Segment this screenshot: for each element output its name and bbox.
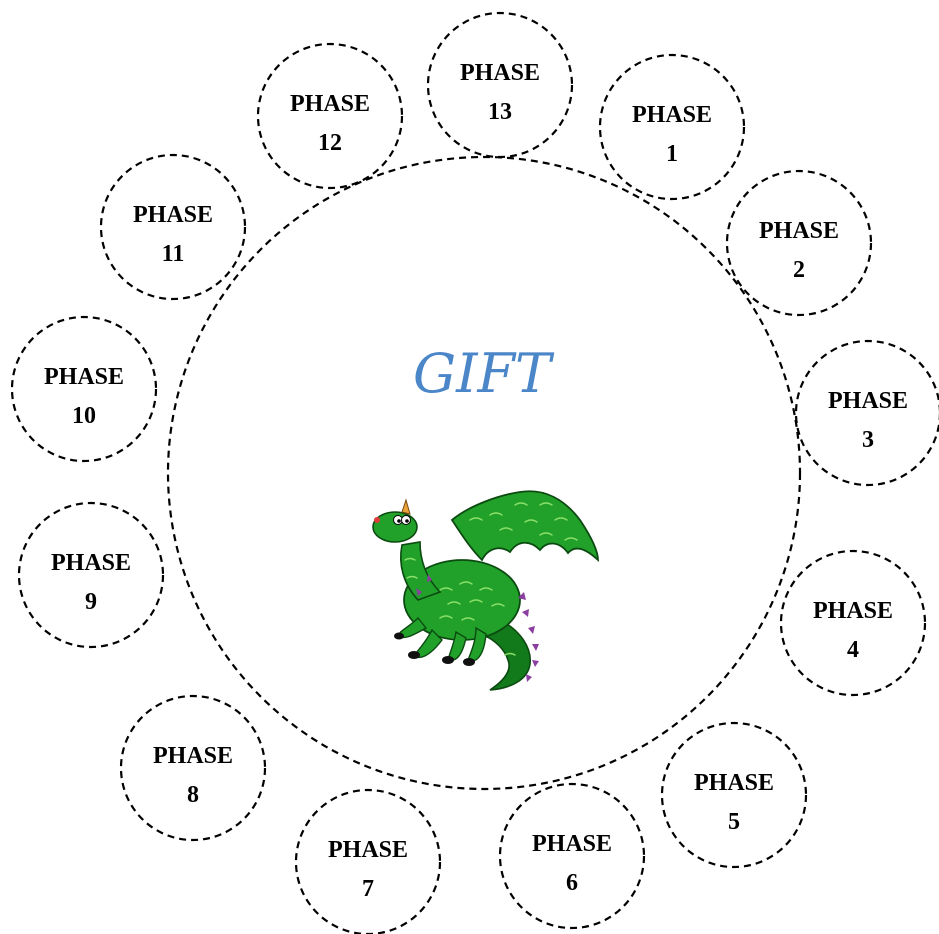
phase-node-13: PHASE 13 (426, 11, 574, 159)
phase-number: 3 (862, 427, 874, 453)
phase-node-11: PHASE 11 (99, 153, 247, 301)
phase-node-9: PHASE 9 (17, 501, 165, 649)
phase-label: PHASE (153, 743, 233, 769)
phase-node-7: PHASE 7 (294, 788, 442, 934)
phase-circle (119, 694, 267, 842)
phase-label: PHASE (694, 770, 774, 796)
phase-node-8: PHASE 8 (119, 694, 267, 842)
phase-label: PHASE (51, 550, 131, 576)
phase-number: 11 (162, 241, 185, 267)
phase-label: PHASE (290, 91, 370, 117)
phase-node-12: PHASE 12 (256, 42, 404, 190)
phase-node-5: PHASE 5 (660, 721, 808, 869)
phase-label: PHASE (813, 598, 893, 624)
phase-node-10: PHASE 10 (10, 315, 158, 463)
phase-node-6: PHASE 6 (498, 782, 646, 930)
phase-number: 4 (847, 637, 859, 663)
phase-circle (794, 339, 939, 487)
phase-label: PHASE (632, 102, 712, 128)
phase-node-2: PHASE 2 (725, 169, 873, 317)
phase-number: 9 (85, 589, 97, 615)
phase-number: 6 (566, 870, 578, 896)
phase-label: PHASE (532, 831, 612, 857)
phase-node-4: PHASE 4 (779, 549, 927, 697)
phase-number: 10 (72, 403, 96, 429)
phase-number: 13 (488, 99, 512, 125)
phase-circle (294, 788, 442, 934)
phase-number: 12 (318, 130, 342, 156)
phase-number: 2 (793, 257, 805, 283)
phase-circle (660, 721, 808, 869)
phase-circle (779, 549, 927, 697)
dragon-icon (372, 490, 599, 691)
center-title: GIFT (413, 342, 555, 405)
phase-circle (99, 153, 247, 301)
phase-number: 1 (666, 141, 678, 167)
phase-label: PHASE (328, 837, 408, 863)
phase-label: PHASE (133, 202, 213, 228)
phase-circle (498, 782, 646, 930)
phase-number: 7 (362, 876, 374, 902)
phase-circle (10, 315, 158, 463)
phase-circle (426, 11, 574, 159)
phase-label: PHASE (828, 388, 908, 414)
phase-node-1: PHASE 1 (598, 53, 746, 201)
phase-number: 8 (187, 782, 199, 808)
phase-circle (598, 53, 746, 201)
center-circle (166, 155, 802, 791)
phase-label: PHASE (460, 60, 540, 86)
phase-circle (256, 42, 404, 190)
phase-node-3: PHASE 3 (794, 339, 939, 487)
phase-circle (17, 501, 165, 649)
phase-label: PHASE (44, 364, 124, 390)
phase-label: PHASE (759, 218, 839, 244)
phase-circle (725, 169, 873, 317)
phase-number: 5 (728, 809, 740, 835)
